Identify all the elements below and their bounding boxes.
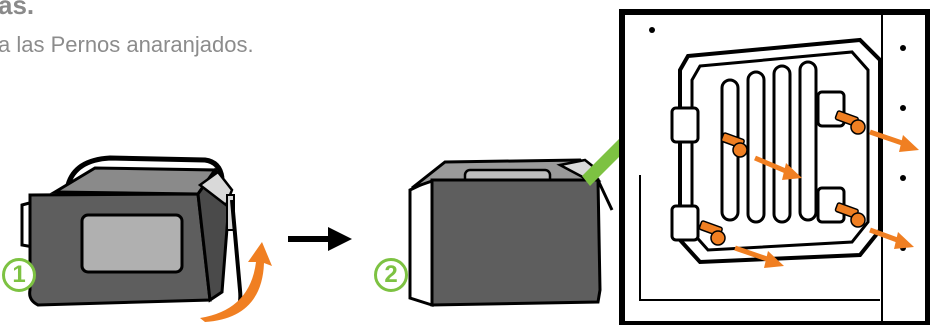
rotate-arrow-icon [200,242,272,322]
removal-arrow-icon [734,245,784,268]
step-1-badge: 1 [2,258,36,292]
bolt-icon [834,202,866,228]
removal-arrow-icon [754,155,802,180]
step-2-badge: 2 [374,258,408,292]
bolt-icon [698,220,726,246]
removal-arrow-icon [869,227,914,249]
device-1-illustration [20,155,243,314]
bolt-icon [720,132,748,158]
bolt-icon [834,110,866,135]
step-arrow-icon [288,227,352,251]
removal-arrow-icon [869,129,919,152]
instruction-text: a las Pernos anaranjados. [0,32,254,57]
device-2-illustration [408,158,614,308]
section-heading: as. [0,0,35,20]
